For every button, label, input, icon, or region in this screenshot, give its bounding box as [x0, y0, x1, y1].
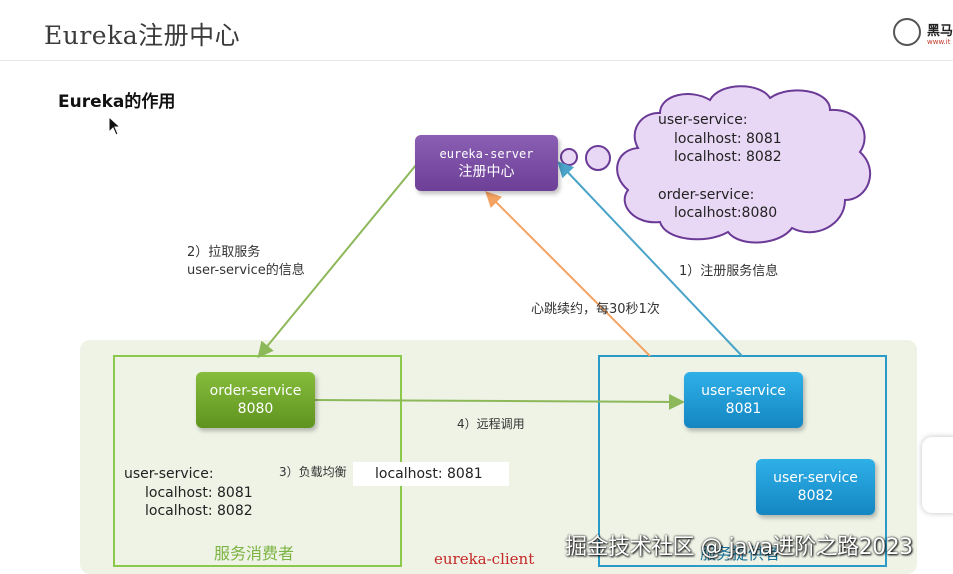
user-service-node-8081: user-service 8081	[684, 372, 803, 428]
brand-logo: 黑马 www.it	[893, 16, 953, 50]
consumer-list-line: localhost: 8082	[145, 503, 253, 519]
consumer-list-line: localhost: 8081	[145, 484, 253, 501]
cloud-line: localhost: 8082	[674, 149, 782, 165]
cloud-registry-text: user-service: localhost: 8081 localhost:…	[658, 111, 782, 223]
selected-instance-box: localhost: 8081	[353, 462, 509, 486]
watermark: 掘金技术社区 @ java进阶之路2023	[565, 535, 913, 560]
user2-node-port: 8082	[797, 488, 834, 504]
provider-group-box	[598, 355, 887, 567]
heartbeat-label: 心跳续约，每30秒1次	[531, 302, 660, 317]
logo-emblem-icon	[893, 18, 921, 46]
service-registry-cloud	[544, 85, 871, 244]
user-service-node-8082: user-service 8082	[756, 459, 875, 515]
section-heading: Eureka的作用	[58, 92, 176, 112]
cloud-line: user-service:	[658, 112, 748, 128]
title-divider	[0, 60, 953, 61]
cloud-line: localhost: 8081	[674, 130, 782, 147]
user2-node-name: user-service	[773, 470, 858, 486]
order-node-port: 8080	[237, 401, 274, 417]
user1-node-name: user-service	[701, 383, 786, 399]
side-floating-widget[interactable]	[922, 437, 953, 513]
order-service-node: order-service 8080	[196, 372, 315, 428]
remote-call-label: 4）远程调用	[457, 417, 525, 431]
logo-url: www.it	[927, 38, 951, 46]
register-arrow	[557, 161, 743, 357]
cloud-line: order-service:	[658, 186, 755, 203]
server-node-name: eureka-server	[439, 147, 534, 161]
cloud-line: localhost:8080	[674, 205, 778, 221]
pull-label: 2）拉取服务 user-service的信息	[187, 244, 305, 280]
register-label: 1）注册服务信息	[679, 264, 779, 279]
consumer-list-line: user-service:	[124, 466, 214, 482]
user1-node-port: 8081	[725, 401, 762, 417]
slide-title: Eureka注册中心	[44, 21, 241, 50]
logo-text: 黑马	[927, 24, 953, 39]
mouse-cursor-icon	[108, 116, 122, 136]
remote-call-arrow	[314, 393, 685, 410]
consumer-service-list: user-service: localhost: 8081 localhost:…	[124, 465, 253, 521]
eureka-server-node: eureka-server 注册中心	[415, 135, 558, 191]
eureka-client-label: eureka-client	[434, 550, 535, 568]
order-node-name: order-service	[209, 383, 302, 399]
pull-label-line1: 2）拉取服务	[187, 245, 261, 260]
consumer-title: 服务消费者	[214, 544, 295, 563]
heartbeat-arrow	[485, 191, 651, 357]
pull-label-line2: user-service的信息	[187, 263, 305, 278]
server-node-role: 注册中心	[458, 164, 515, 180]
load-balance-label: 3）负载均衡	[279, 465, 347, 479]
pull-arrow	[257, 164, 417, 359]
provider-title: 服务提供者	[700, 544, 781, 563]
